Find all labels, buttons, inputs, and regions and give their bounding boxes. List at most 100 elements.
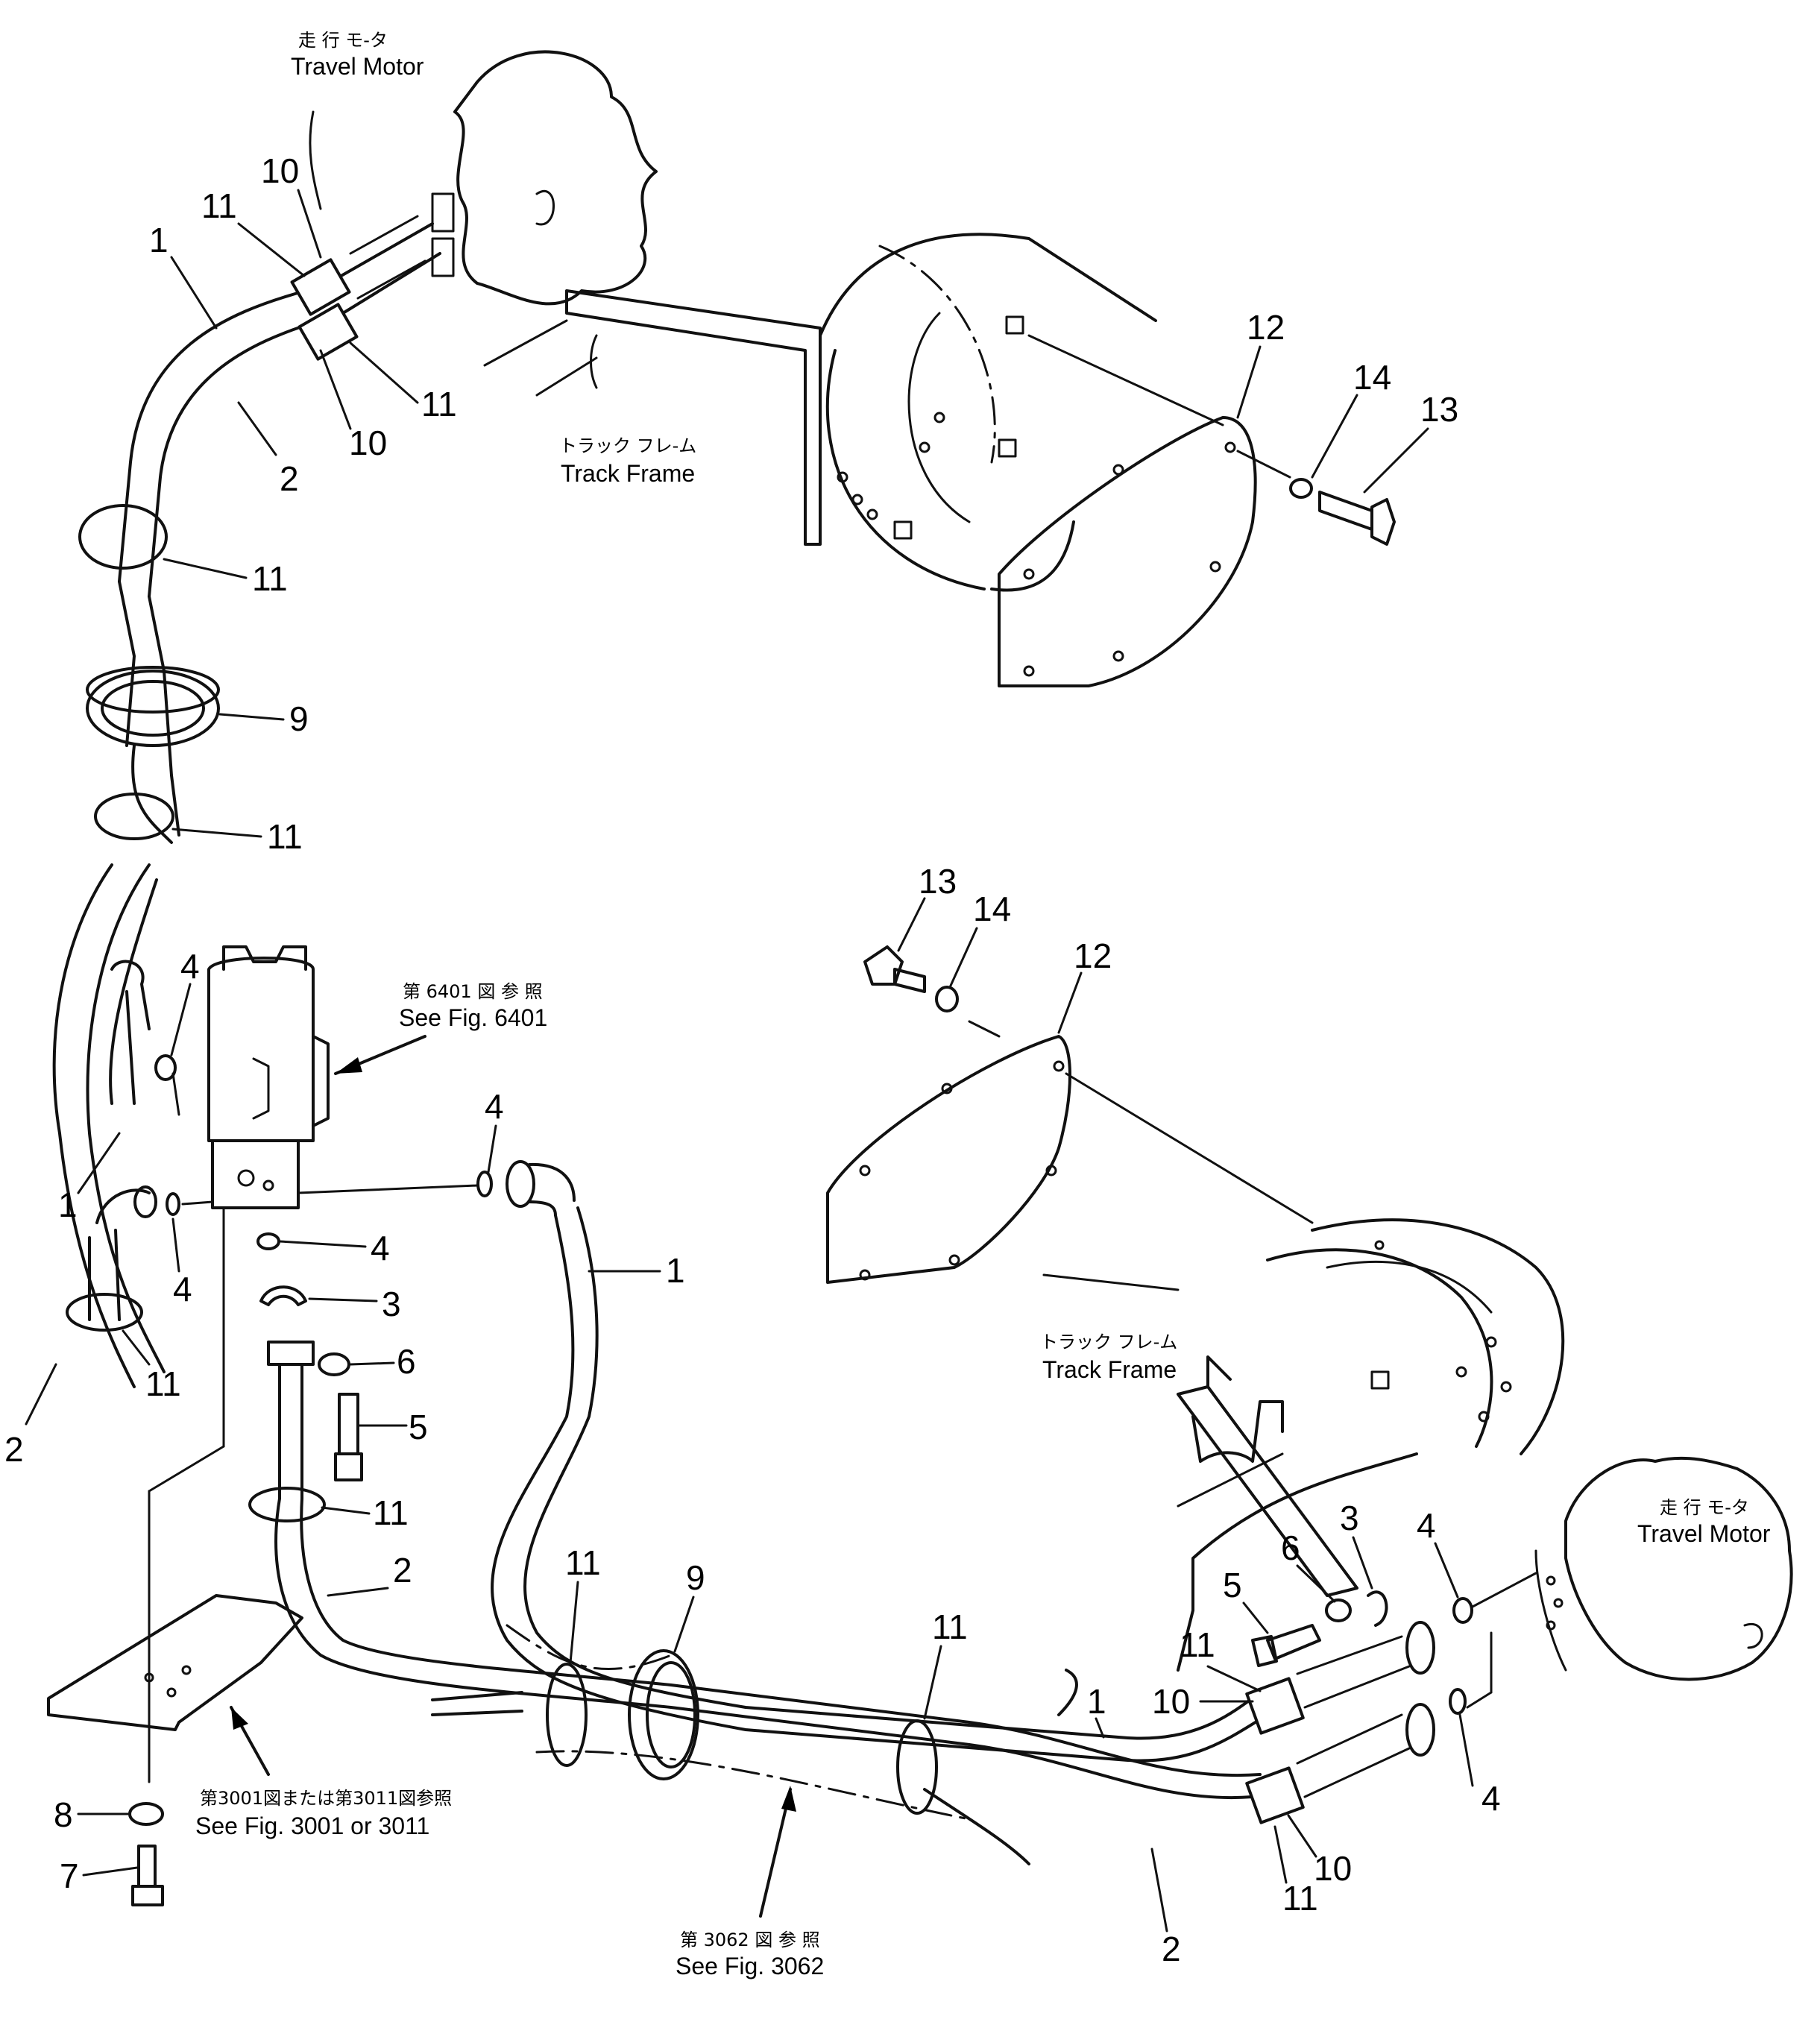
- callout-13-top: 13: [1420, 390, 1458, 429]
- callout-11-clamp-upper: 11: [252, 559, 288, 598]
- callout-7: 7: [60, 1856, 79, 1895]
- leader-4-right-lower: [1458, 1713, 1474, 1787]
- callout-4-swivel-top: 4: [180, 947, 200, 986]
- callout-11-top-b: 11: [421, 385, 457, 423]
- track-frame-top: [483, 233, 1157, 592]
- leader-4-right-upper: [1434, 1542, 1459, 1598]
- leader-2-lower: [1150, 1848, 1168, 1933]
- callout-1-left: 1: [58, 1185, 78, 1224]
- leader-11-center: [321, 1506, 371, 1515]
- grommet-9-lower: [628, 1649, 699, 1780]
- callout-4-left: 4: [173, 1270, 192, 1308]
- leader-14-top: [1311, 394, 1358, 479]
- callout-4-right-lower: 4: [1481, 1779, 1501, 1818]
- o-ring-4-right-b: [1449, 1688, 1467, 1715]
- track-frame-lower-jp: トラック フレ-ム: [1040, 1332, 1177, 1352]
- o-ring-4-b: [166, 1192, 180, 1216]
- leader-11-lower-c: [1206, 1665, 1262, 1692]
- leader-o-ring-right-b: [1466, 1691, 1493, 1709]
- bolt-5-right: [1251, 1624, 1321, 1667]
- bolt-13-lower: [863, 945, 926, 993]
- callout-11-clamp-mid: 11: [267, 817, 303, 856]
- leader-5-right: [1242, 1601, 1269, 1634]
- callout-9-lower: 9: [686, 1558, 705, 1597]
- leader-13-lower: [897, 897, 926, 952]
- clamp-11-center: [248, 1487, 326, 1522]
- cover-plate-top: [998, 334, 1291, 687]
- washer-6-right: [1325, 1598, 1352, 1622]
- clamp-11-lower-a: [546, 1663, 588, 1767]
- travel-motor-top-label: Travel Motor: [291, 53, 424, 80]
- leader-13-top: [1363, 427, 1429, 494]
- fig3062-arrowhead: [781, 1786, 796, 1812]
- o-ring-4-d: [476, 1171, 493, 1197]
- leader-6-right: [1296, 1564, 1336, 1603]
- o-ring-4-a: [154, 1054, 177, 1081]
- swivel-joint: [207, 945, 330, 1209]
- callout-12-top: 12: [1247, 308, 1285, 347]
- leader-1-lower: [1095, 1717, 1105, 1739]
- bolt-13-top: [1318, 491, 1396, 546]
- leader-2-left: [25, 1363, 57, 1426]
- washer-14-lower: [935, 986, 959, 1012]
- leader-12-top: [1236, 345, 1262, 419]
- travel-motor-top-jp: 走 行 モ-タ: [298, 30, 388, 51]
- leader-4-right: [487, 1124, 497, 1174]
- fig3062-pointer: [759, 1788, 792, 1918]
- leader-4-left: [171, 1218, 180, 1273]
- leader-4-swivel-top: [170, 983, 192, 1056]
- clamp-11-left: [66, 1293, 143, 1332]
- callout-1-right: 1: [666, 1251, 685, 1290]
- washer-6-left: [318, 1352, 350, 1376]
- leader-12-lower: [1057, 971, 1083, 1034]
- travel-motor-lower: [1534, 1456, 1793, 1681]
- leader-11-lower-b: [923, 1645, 942, 1720]
- mounting-bracket: [47, 1594, 303, 1731]
- bolt-7: [131, 1845, 164, 1906]
- track-frame-top-label: Track Frame: [561, 460, 695, 487]
- elbow-center: [267, 1341, 315, 1500]
- leader-4-center: [278, 1240, 367, 1248]
- callout-11-lower-a: 11: [565, 1543, 601, 1582]
- fig6401-arrowhead: [336, 1057, 362, 1074]
- leader-10-top-a: [297, 189, 322, 259]
- travel-motor-top: [309, 50, 658, 306]
- callout-11-lower-c: 11: [1180, 1625, 1215, 1664]
- leader-11-clamp-upper: [163, 558, 248, 579]
- leader-swivel-left: [181, 1200, 214, 1206]
- leader-11-top-b: [349, 341, 419, 404]
- o-ring-4-c: [256, 1232, 280, 1250]
- callout-11-left: 11: [145, 1364, 181, 1403]
- callout-14-lower: 14: [973, 889, 1011, 928]
- track-frame-lower-label: Track Frame: [1042, 1356, 1177, 1383]
- leader-swivel-o-ring: [171, 1072, 180, 1116]
- leader-9-left: [218, 713, 285, 721]
- elbow-left-upper: [110, 960, 151, 1105]
- hose-lower-pair: [274, 1206, 1269, 1865]
- elbow-left-lower: [88, 1185, 157, 1321]
- track-frame-lower: [1042, 1218, 1565, 1672]
- callout-13-lower: 13: [919, 862, 957, 901]
- fig3062-label: See Fig. 3062: [676, 1953, 824, 1979]
- leader-3-right: [1352, 1536, 1373, 1590]
- leader-swivel-right: [297, 1184, 479, 1194]
- fig3001-jp: 第3001図または第3011図参照: [200, 1788, 452, 1809]
- leader-6-left: [349, 1361, 395, 1366]
- callout-1-top: 1: [149, 221, 169, 259]
- clamp-11-mid: [94, 793, 174, 840]
- leader-9-lower: [673, 1596, 695, 1653]
- leader-2-top: [237, 401, 277, 456]
- fig3062-jp: 第 3062 図 参 照: [680, 1930, 820, 1950]
- callout-10-lower-a: 10: [1152, 1682, 1190, 1721]
- callout-9-left: 9: [289, 699, 309, 738]
- callout-3-right: 3: [1340, 1499, 1359, 1537]
- clamp-11-upper: [78, 504, 168, 570]
- callout-1-lower: 1: [1087, 1682, 1106, 1721]
- callout-2-left: 2: [4, 1430, 24, 1469]
- callout-12-lower: 12: [1074, 936, 1112, 975]
- travel-motor-lower-label: Travel Motor: [1637, 1520, 1771, 1547]
- leader-3-left: [308, 1297, 378, 1303]
- callout-11-lower-b: 11: [932, 1607, 968, 1646]
- callout-6-left: 6: [397, 1342, 416, 1381]
